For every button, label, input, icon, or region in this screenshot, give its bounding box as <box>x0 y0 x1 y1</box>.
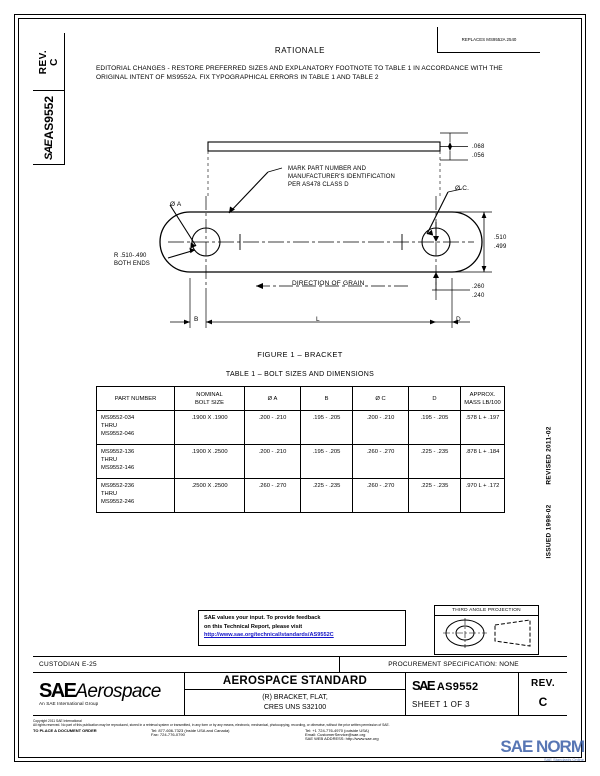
dia-a-label: Ø A <box>170 201 182 208</box>
height-dimension: .510 .499 <box>494 235 507 250</box>
sae-logo-subtitle: An SAE International Group <box>39 701 99 706</box>
page-border-outer <box>14 14 586 762</box>
dim-b-label: B <box>194 316 199 323</box>
footer: Copyright 2011 SAE International All rig… <box>33 719 533 741</box>
sae-logo-small: SAE <box>412 678 436 693</box>
cell-dia-c: .260 - .270 <box>352 478 409 513</box>
web-address: SAE WEB ADDRESS: http://www.sae.org <box>305 736 379 742</box>
feedback-box: SAE values your input. To provide feedba… <box>198 610 406 646</box>
standard-number-text: AS9552 <box>436 681 479 693</box>
cell-d: .225 - .235 <box>408 478 461 513</box>
rev-letter: C <box>538 695 548 709</box>
rev-label: REV. <box>530 678 556 689</box>
edge-dimension: .260 .240 <box>472 284 485 299</box>
watermark-subtitle: SAE Standards Online <box>543 757 584 762</box>
tel-inside: Tel: 877-606-7323 (inside USA and Canada… <box>151 727 230 733</box>
cell-d: .225 - .235 <box>408 444 461 479</box>
table-header-row: PART NUMBER NOMINAL BOLT SIZE Ø A B Ø C … <box>96 386 505 411</box>
standard-number-vertical: AS9552 <box>41 95 56 139</box>
replaces-note: REPLACES MS9552A 2540 <box>437 27 540 53</box>
figure-caption: FIGURE 1 – BRACKET <box>257 350 343 359</box>
cell-mass: .878 L + .184 <box>460 444 505 479</box>
feedback-link[interactable]: http://www.sae.org/technical/standards/A… <box>204 632 334 639</box>
table-caption: TABLE 1 – BOLT SIZES AND DIMENSIONS <box>225 371 375 378</box>
title-block-title: AEROSPACE STANDARD (R) BRACKET, FLAT, CR… <box>185 673 406 716</box>
procurement-spec-field: PROCUREMENT SPECIFICATION: NONE <box>340 656 567 673</box>
mark-part-number-note: MARK PART NUMBER AND MANUFACTURER'S IDEN… <box>288 166 395 189</box>
title-block-number: SAE AS9552 SHEET 1 OF 3 <box>406 673 519 716</box>
cell-dia-c: .260 - .270 <box>352 444 409 479</box>
cell-dia-a: .200 - .210 <box>244 444 301 479</box>
document-title-line-2: CRES UNS S32100 <box>263 703 327 711</box>
th-b: B <box>300 386 353 411</box>
aerospace-standard-heading: AEROSPACE STANDARD <box>185 673 405 690</box>
cell-dia-a: .260 - .270 <box>244 478 301 513</box>
tel-outside: Tel: +1 724-776-4970 (outside USA) <box>305 727 369 733</box>
cell-b: .195 - .205 <box>300 444 353 479</box>
sae-norm-watermark: SAE NORM SAE Standards Online <box>500 737 585 762</box>
th-nominal-size: NOMINAL BOLT SIZE <box>174 386 245 411</box>
table-row: MS9552-236 THRU MS9552-246 .2500 X .2500… <box>96 478 505 513</box>
dia-c-label: Ø C. <box>455 185 470 192</box>
cell-nominal-size: .1900 X .2500 <box>174 444 245 479</box>
thickness-dimension: .068 .056 <box>472 144 485 159</box>
cell-part-number: MS9552-236 THRU MS9552-246 <box>96 478 175 513</box>
cell-nominal-size: .2500 X .2500 <box>174 478 245 513</box>
document-title-line-1: (R) BRACKET, FLAT, <box>262 694 328 701</box>
feedback-line-1: SAE values your input. To provide feedba… <box>204 615 321 621</box>
bolt-sizes-table: PART NUMBER NOMINAL BOLT SIZE Ø A B Ø C … <box>96 386 505 513</box>
custodian-field: CUSTODIAN E-25 <box>33 656 340 673</box>
cell-nominal-size: .1900 X .1900 <box>174 410 245 445</box>
issued-date: ISSUED 1998-02 <box>545 504 553 559</box>
radius-both-ends-note: R .510-.490 BOTH ENDS <box>114 253 150 268</box>
dim-l-label: L <box>316 316 320 323</box>
feedback-line-2: on this Technical Report, please visit <box>204 623 303 630</box>
projection-title: THIRD ANGLE PROJECTION <box>435 606 538 616</box>
th-d: D <box>408 386 461 411</box>
projection-symbol-icon <box>443 618 531 648</box>
title-block-rev: REV. C <box>519 673 567 716</box>
th-dia-c: Ø C <box>352 386 409 411</box>
sae-aerospace-logo: SAEAerospace An SAE International Group <box>33 673 185 716</box>
sae-mark: SAE <box>42 139 55 160</box>
th-dia-a: Ø A <box>244 386 301 411</box>
watermark-text: SAE NORM <box>500 737 585 756</box>
email-address: Email: CustomerService@sae.org <box>305 731 366 737</box>
th-mass: APPROX. MASS LB/100 <box>460 386 505 411</box>
page-border-inner <box>18 18 582 758</box>
cell-part-number: MS9552-136 THRU MS9552-146 <box>96 444 175 479</box>
rationale-text: EDITORIAL CHANGES - RESTORE PREFERRED SI… <box>96 65 503 81</box>
cell-d: .195 - .205 <box>408 410 461 445</box>
dim-d-label: D <box>456 316 461 323</box>
cell-mass: .970 L + .172 <box>460 478 505 513</box>
copyright-text: Copyright 2011 SAE International <box>33 719 82 723</box>
third-angle-projection-box: THIRD ANGLE PROJECTION <box>434 605 539 655</box>
cell-b: .195 - .205 <box>300 410 353 445</box>
cell-dia-a: .200 - .210 <box>244 410 301 445</box>
direction-of-grain-label: DIRECTION OF GRAIN <box>292 280 365 287</box>
cell-mass: .578 L + .197 <box>460 410 505 445</box>
rights-text: All rights reserved. No part of this pub… <box>33 723 390 728</box>
order-label: TO PLACE A DOCUMENT ORDER <box>33 727 97 733</box>
table-row: MS9552-136 THRU MS9552-146 .1900 X .2500… <box>96 444 505 479</box>
cell-dia-c: .200 - .210 <box>352 410 409 445</box>
th-part-number: PART NUMBER <box>96 386 175 411</box>
table-row: MS9552-034 THRU MS9552-046 .1900 X .1900… <box>96 410 505 445</box>
aerospace-logo-text: Aerospace <box>75 681 161 702</box>
standard-number-box: SAE AS9552 <box>33 91 65 165</box>
cell-b: .225 - .235 <box>300 478 353 513</box>
rev-marker-box: REV. C <box>33 33 65 91</box>
fax-number: Fax: 724-776-0790 <box>151 731 185 737</box>
sheet-number: SHEET 1 OF 3 <box>412 700 471 709</box>
rationale-heading: RATIONALE <box>274 46 326 55</box>
revised-date: REVISED 2011-02 <box>545 426 553 485</box>
cell-part-number: MS9552-034 THRU MS9552-046 <box>96 410 175 445</box>
sae-logo-text: SAE <box>39 680 77 702</box>
